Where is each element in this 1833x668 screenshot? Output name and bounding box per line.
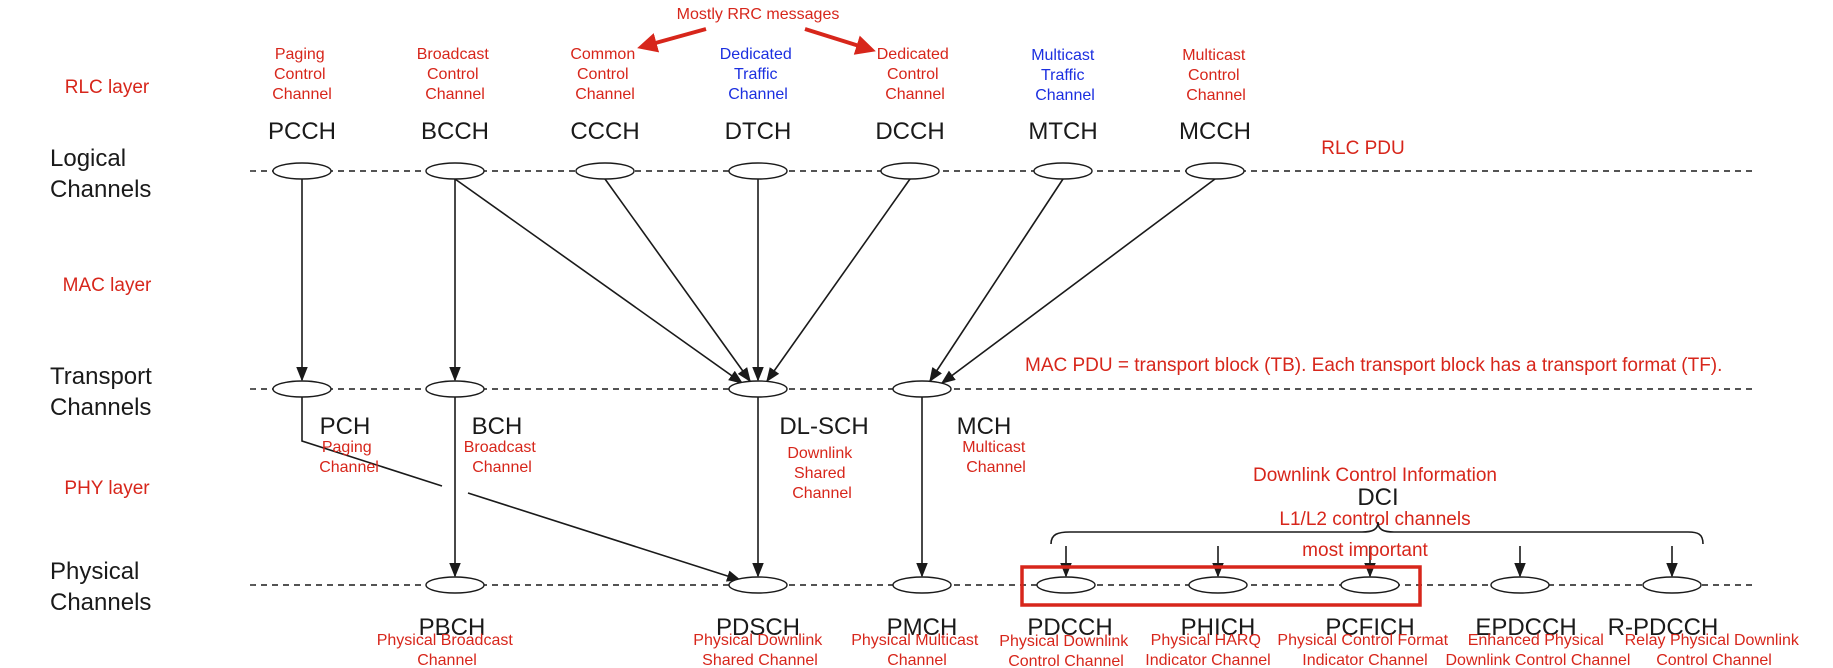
bcch-node bbox=[425, 162, 485, 180]
logical-channels-label: Logical Channels bbox=[50, 145, 151, 203]
rpdcch-description: Relay Physical Downlink Control Channel bbox=[1625, 632, 1804, 668]
bch-node bbox=[425, 380, 485, 398]
dlsch-description: Downlink Shared Channel bbox=[787, 445, 856, 502]
dci-description: Downlink Control Information bbox=[1253, 465, 1497, 486]
l1l2-annotation: L1/L2 control channels bbox=[1279, 509, 1470, 530]
dcch-to-dlsch bbox=[766, 178, 911, 383]
pbch-label: PBCH bbox=[419, 614, 486, 641]
ccch-node bbox=[575, 162, 635, 180]
pdsch-node bbox=[728, 576, 788, 594]
dci-brace bbox=[1050, 521, 1704, 545]
rrc-annotation: Mostly RRC messages bbox=[677, 6, 840, 23]
epdcch-label: EPDCCH bbox=[1475, 614, 1576, 641]
ccch-to-dlsch bbox=[604, 178, 751, 383]
dtch-label: DTCH bbox=[725, 118, 792, 145]
pch-to-pdsch-b bbox=[467, 492, 742, 582]
pcfich-label: PCFICH bbox=[1325, 614, 1414, 641]
mcch-to-mch bbox=[940, 178, 1216, 384]
physical-channels-label: Physical Channels bbox=[50, 558, 151, 616]
pbch-description: Physical Broadcast Channel bbox=[377, 632, 518, 668]
pcch-label: PCCH bbox=[268, 118, 336, 145]
pdsch-label: PDSCH bbox=[716, 614, 800, 641]
dci-label: DCI bbox=[1357, 484, 1398, 511]
epdcch-node bbox=[1490, 576, 1550, 594]
bcch-label: BCCH bbox=[421, 118, 489, 145]
important-highlight-box bbox=[1020, 565, 1422, 607]
dcch-description: Dedicated Control Channel bbox=[877, 46, 954, 103]
mtch-label: MTCH bbox=[1028, 118, 1097, 145]
mac-pdu-annotation: MAC PDU = transport block (TB). Each tra… bbox=[1025, 355, 1722, 376]
mtch-description: Multicast Traffic Channel bbox=[1031, 47, 1099, 104]
most-important-annotation: most important bbox=[1302, 540, 1428, 561]
rpdcch-label: R-PDCCH bbox=[1608, 614, 1719, 641]
pcch-description: Paging Control Channel bbox=[272, 46, 332, 103]
bch-label: BCH bbox=[472, 413, 523, 440]
pdsch-description: Physical Downlink Shared Channel bbox=[693, 632, 826, 668]
mch-node bbox=[892, 380, 952, 398]
ccch-label: CCCH bbox=[570, 118, 639, 145]
mch-label: MCH bbox=[957, 413, 1012, 440]
pmch-node bbox=[892, 576, 952, 594]
dlsch-node bbox=[728, 380, 788, 398]
dcch-node bbox=[880, 162, 940, 180]
pdcch-description: Physical Downlink Control Channel bbox=[999, 633, 1132, 668]
mtch-to-mch bbox=[929, 178, 1064, 383]
mtch-node bbox=[1033, 162, 1093, 180]
phy-layer-label: PHY layer bbox=[64, 478, 150, 499]
pch-label: PCH bbox=[320, 413, 371, 440]
pmch-description: Physical Multicast Channel bbox=[851, 632, 983, 668]
bch-description: Broadcast Channel bbox=[464, 439, 541, 476]
pch-description: Paging Channel bbox=[319, 439, 379, 476]
pcfich-node bbox=[1340, 576, 1400, 594]
phich-label: PHICH bbox=[1181, 614, 1256, 641]
pcch-node bbox=[272, 162, 332, 180]
ccch-description: Common Control Channel bbox=[570, 46, 639, 103]
phich-node bbox=[1188, 576, 1248, 594]
mcch-description: Multicast Control Channel bbox=[1182, 47, 1250, 104]
pdcch-node bbox=[1036, 576, 1096, 594]
rlc-pdu-annotation: RLC PDU bbox=[1321, 138, 1404, 159]
pch-node bbox=[272, 380, 332, 398]
bcch-description: Broadcast Control Channel bbox=[417, 46, 494, 103]
phich-description: Physical HARQ Indicator Channel bbox=[1145, 632, 1270, 668]
pdcch-label: PDCCH bbox=[1027, 614, 1112, 641]
mcch-node bbox=[1185, 162, 1245, 180]
epdcch-description: Enhanced Physical Downlink Control Chann… bbox=[1446, 632, 1631, 668]
mac-layer-label: MAC layer bbox=[63, 275, 152, 296]
dtch-node bbox=[728, 162, 788, 180]
bcch-to-dlsch bbox=[454, 178, 744, 384]
dlsch-label: DL-SCH bbox=[779, 413, 868, 440]
dtch-description: Dedicated Traffic Channel bbox=[720, 46, 797, 103]
rrc-arrow-left bbox=[637, 27, 707, 53]
dcch-label: DCCH bbox=[875, 118, 944, 145]
pcfich-description: Physical Control Format Indicator Channe… bbox=[1277, 632, 1452, 668]
rlc-layer-label: RLC layer bbox=[65, 77, 150, 98]
rpdcch-node bbox=[1642, 576, 1702, 594]
mch-description: Multicast Channel bbox=[962, 439, 1030, 476]
rrc-arrow-right bbox=[804, 27, 876, 55]
transport-channels-label: Transport Channels bbox=[50, 363, 158, 421]
pbch-node bbox=[425, 576, 485, 594]
pmch-label: PMCH bbox=[887, 614, 958, 641]
pch-to-pdsch-a bbox=[301, 397, 443, 487]
mcch-label: MCCH bbox=[1179, 118, 1251, 145]
